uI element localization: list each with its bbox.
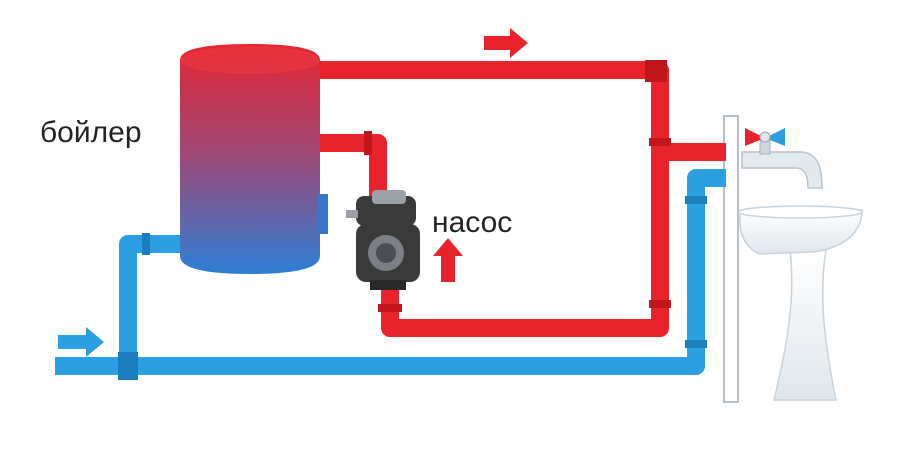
arrow-right-icon — [58, 327, 104, 357]
hot-water-pipe — [316, 60, 726, 337]
cold-water-pipe — [55, 169, 726, 380]
wall-panel — [723, 115, 739, 403]
pump-icon — [346, 190, 420, 290]
arrow-up-icon — [433, 238, 463, 282]
boiler-tank — [180, 44, 328, 274]
washbasin — [737, 205, 863, 401]
boiler-label: бойлер — [40, 116, 142, 149]
faucet-icon — [741, 128, 823, 189]
arrow-right-icon — [484, 28, 528, 58]
pump-label: насос — [432, 206, 513, 239]
